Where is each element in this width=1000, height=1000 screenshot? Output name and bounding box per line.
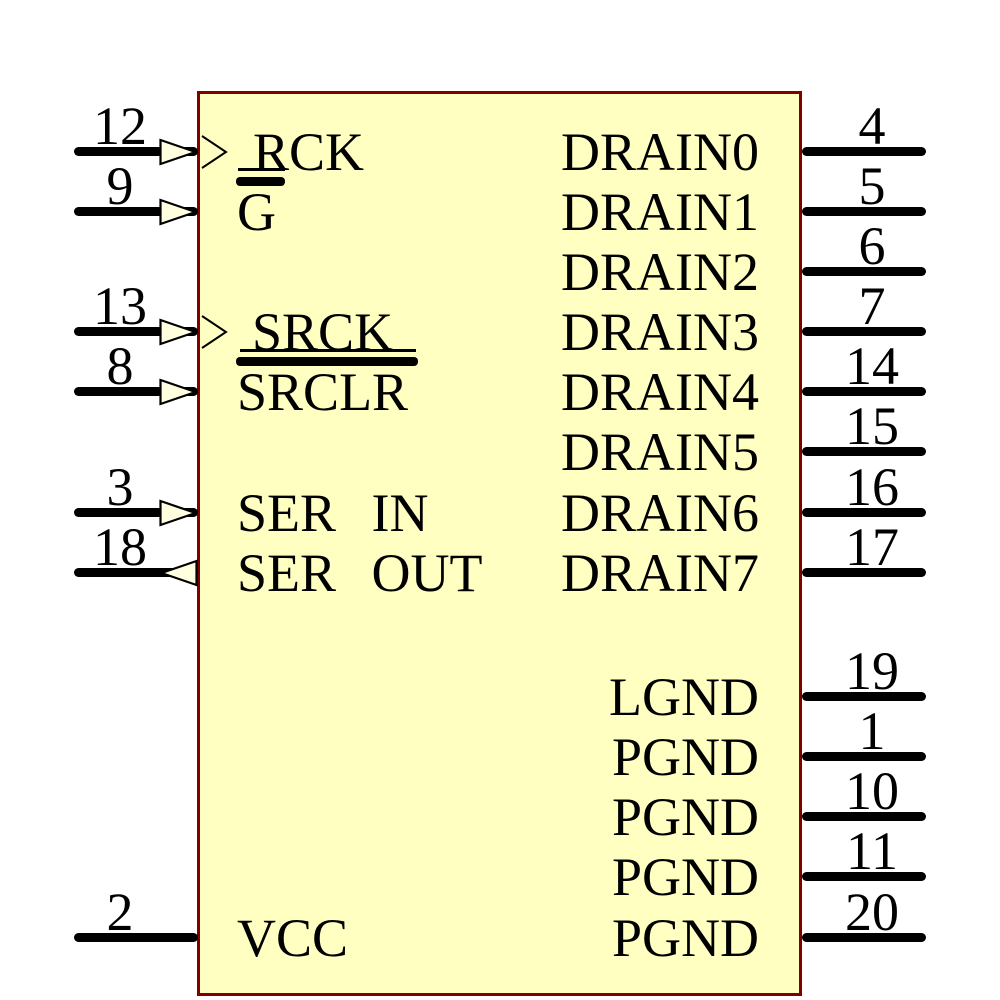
overline-thin — [238, 168, 285, 171]
pin-wire — [802, 267, 926, 276]
pin-number: 16 — [845, 457, 899, 517]
pin-number: 17 — [845, 517, 899, 577]
pin-label: DRAIN0 — [561, 122, 759, 182]
pin-wire — [74, 508, 198, 517]
pin-label: DRAIN2 — [561, 242, 759, 302]
pin-number: 9 — [106, 156, 134, 216]
overline-bar — [236, 357, 418, 366]
pin-label: DRAIN3 — [561, 302, 759, 362]
pin-wire — [74, 568, 198, 577]
pin-number: 19 — [845, 641, 899, 701]
pin-wire — [74, 327, 198, 336]
pin-number: 13 — [93, 276, 147, 336]
pin-label: DRAIN1 — [561, 182, 759, 242]
input-arrow-icon — [159, 499, 198, 527]
pin-label: PGND — [611, 847, 759, 907]
pin-label: DRAIN6 — [561, 483, 759, 543]
pin-wire — [802, 752, 926, 761]
pin-wire — [802, 147, 926, 156]
pin-label: PGND — [611, 727, 759, 787]
overline-bar — [236, 177, 285, 186]
pin-label: DRAIN7 — [561, 543, 759, 603]
pin-wire — [802, 568, 926, 577]
pin-wire — [802, 447, 926, 456]
pin-wire — [74, 933, 198, 942]
pin-number: 3 — [106, 457, 134, 517]
pin-label: LGND — [609, 667, 759, 727]
clock-indicator-icon — [201, 135, 228, 169]
pin-label: PGND — [611, 787, 759, 847]
pin-number: 4 — [858, 96, 886, 156]
input-arrow-icon — [159, 138, 198, 166]
pin-wire — [802, 207, 926, 216]
pin-label: DRAIN5 — [561, 422, 759, 482]
pin-number: 15 — [845, 396, 899, 456]
pin-wire — [802, 933, 926, 942]
pin-number: 7 — [858, 276, 886, 336]
pin-label: G — [237, 182, 276, 242]
pin-number: 1 — [858, 701, 886, 761]
pin-label: SRCLR — [237, 362, 409, 422]
pin-number: 20 — [845, 882, 899, 942]
pin-number: 5 — [858, 156, 886, 216]
pin-wire — [802, 508, 926, 517]
clock-indicator-icon — [201, 315, 228, 349]
pin-label: SER OUT — [237, 543, 483, 603]
pin-wire — [802, 387, 926, 396]
pin-number: 2 — [106, 882, 134, 942]
pin-label: PGND — [611, 908, 759, 968]
output-arrow-icon — [159, 559, 198, 587]
pin-number: 14 — [845, 336, 899, 396]
pin-number: 18 — [93, 517, 147, 577]
pin-number: 10 — [845, 761, 899, 821]
pin-number: 6 — [858, 216, 886, 276]
pin-number: 8 — [106, 336, 134, 396]
pin-label: SER IN — [237, 483, 429, 543]
component-body — [197, 91, 802, 996]
pin-wire — [802, 812, 926, 821]
pin-wire — [74, 387, 198, 396]
input-arrow-icon — [159, 318, 198, 346]
pin-wire — [74, 147, 198, 156]
pin-wire — [74, 207, 198, 216]
pin-wire — [802, 327, 926, 336]
pin-label: VCC — [237, 908, 349, 968]
pin-wire — [802, 872, 926, 881]
overline-thin — [240, 349, 416, 352]
input-arrow-icon — [159, 378, 198, 406]
pin-label: DRAIN4 — [561, 362, 759, 422]
pin-number: 11 — [846, 821, 898, 881]
pin-number: 12 — [93, 96, 147, 156]
input-arrow-icon — [159, 198, 198, 226]
pin-wire — [802, 692, 926, 701]
